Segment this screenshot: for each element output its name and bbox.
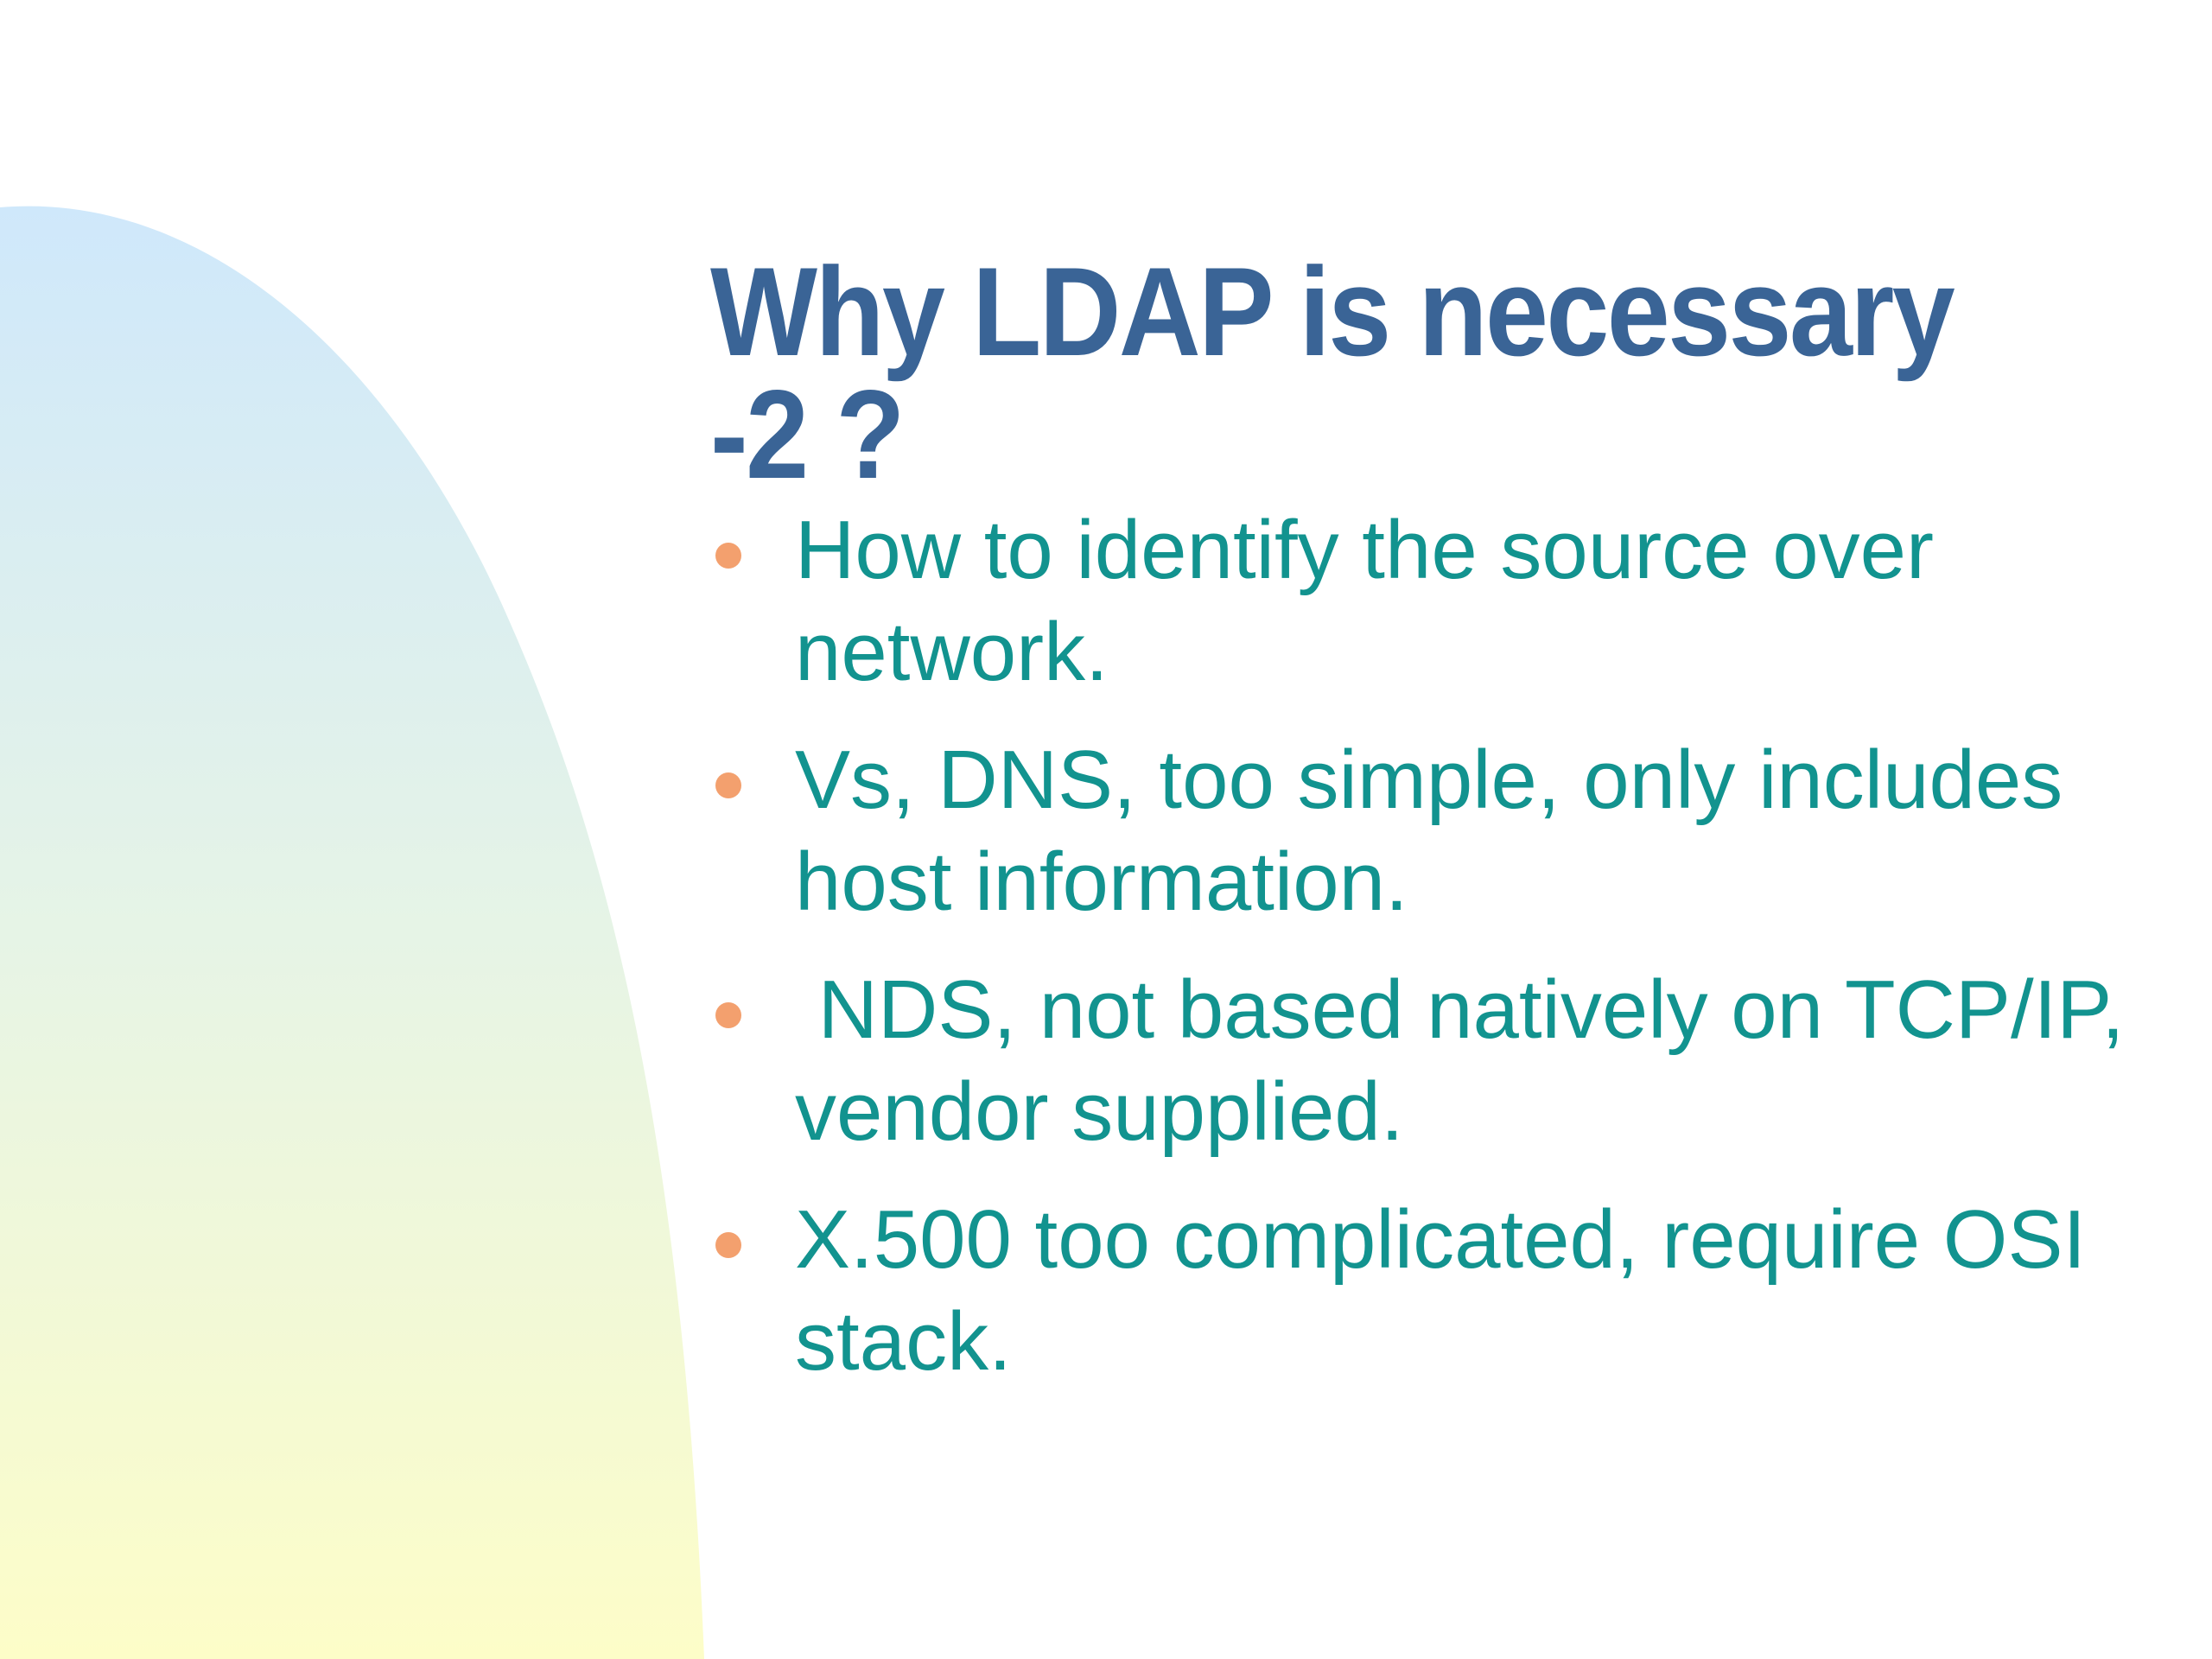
bullet-dot-icon xyxy=(715,1002,741,1028)
bullet-dot-icon xyxy=(715,1232,741,1258)
bullet-item: X.500 too complicated, require OSI stack… xyxy=(712,1189,2181,1393)
slide-title: Why LDAP is necessary -2 ? xyxy=(710,241,1955,505)
bullet-item: Vs, DNS, too simple, only includes host … xyxy=(712,729,2181,933)
bullet-dot-icon xyxy=(715,772,741,798)
bullet-item: NDS, not based natively on TCP/IP, vendo… xyxy=(712,959,2181,1163)
bullet-list: How to identify the source over network.… xyxy=(712,499,2181,1419)
bullet-text: X.500 too complicated, require OSI stack… xyxy=(795,1193,2109,1388)
bullet-text: How to identify the source over network. xyxy=(795,504,1957,698)
bullet-dot-icon xyxy=(715,543,741,569)
bullet-text: NDS, not based natively on TCP/IP, vendo… xyxy=(795,963,2148,1158)
gradient-arc-shape xyxy=(0,206,704,1659)
bullet-item: How to identify the source over network. xyxy=(712,499,2181,703)
bullet-text: Vs, DNS, too simple, only includes host … xyxy=(795,734,2086,928)
